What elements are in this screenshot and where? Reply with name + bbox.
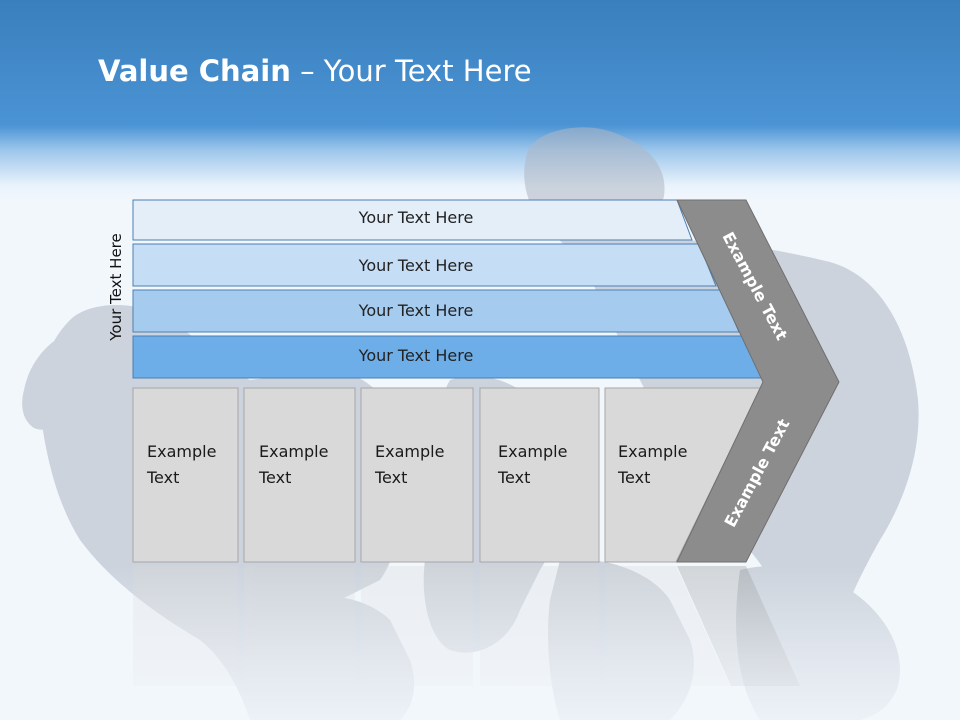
- support-bar-2: [132, 243, 717, 287]
- reflection-fade: [0, 566, 960, 720]
- primary-box-3: [360, 387, 474, 563]
- margin-chevron: [676, 199, 840, 563]
- primary-box-4: [479, 387, 600, 563]
- support-bar-1: [132, 199, 693, 241]
- slide-title-bold: Value Chain: [98, 54, 291, 88]
- support-bar-label-1: Your Text Here: [358, 208, 474, 227]
- header-band: [0, 0, 960, 200]
- primary-box-2: [243, 387, 356, 563]
- support-bar-label-2: Your Text Here: [358, 256, 474, 275]
- slide-title: Value Chain – Your Text Here: [98, 54, 532, 88]
- primary-box-5: [604, 387, 762, 563]
- slide-title-rest: – Your Text Here: [290, 54, 532, 88]
- support-bar-label-4: Your Text Here: [358, 346, 474, 365]
- primary-box-1: [132, 387, 239, 563]
- support-bar-label-3: Your Text Here: [358, 301, 474, 320]
